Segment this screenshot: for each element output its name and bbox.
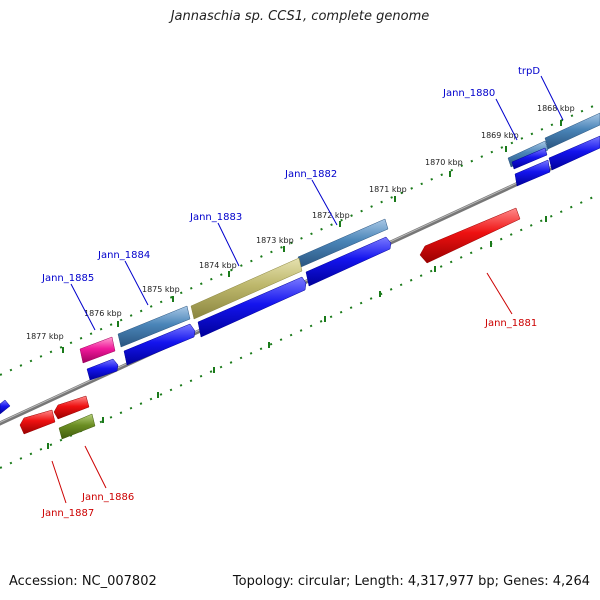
gene-jann-1881[interactable] [419,207,521,264]
gene-label-jann-1886[interactable]: Jann_1886 [81,492,134,503]
gene-forward-1[interactable] [548,135,600,171]
leader-jann-1885 [70,283,96,331]
leader-jann-1880 [495,98,518,141]
upper-ruler [0,102,600,376]
leader-jann-1886 [84,445,107,489]
topology-text: Topology: circular; Length: 4,317,977 bp… [232,574,590,589]
gene-label-trpD[interactable]: trpD [518,66,540,77]
leader-trpD [540,75,564,121]
leader-jann-1884 [124,260,149,306]
ruler-label-1870: 1870 kbp [425,158,463,167]
gene-jann-1884-outer[interactable] [117,305,191,348]
ruler-label-1874: 1874 kbp [199,261,237,270]
gene-trpD[interactable] [544,112,600,150]
gene-label-jann-1887[interactable]: Jann_1887 [41,508,94,519]
gene-label-jann-1880[interactable]: Jann_1880 [442,88,495,99]
leader-jann-1881 [486,272,513,315]
lower-ruler-ticks [47,216,547,449]
ruler-label-1872: 1872 kbp [312,211,350,220]
ruler-label-1876: 1876 kbp [84,309,122,318]
gene-label-jann-1885[interactable]: Jann_1885 [41,273,94,284]
leader-jann-1887 [51,460,67,504]
gene-forward-2[interactable] [511,147,548,170]
upper-ruler-ticks [62,120,562,353]
accession-text: Accession: NC_007802 [9,574,157,589]
gene-jann-1883-outer[interactable] [190,257,303,320]
leader-jann-1883 [217,222,240,267]
gene-label-jann-1884[interactable]: Jann_1884 [97,250,150,261]
gene-label-jann-1881[interactable]: Jann_1881 [484,318,537,329]
ruler-label-1871: 1871 kbp [369,185,407,194]
gene-jann-1886[interactable] [58,413,96,440]
ruler-label-1877: 1877 kbp [26,332,64,341]
gene-forward-4[interactable] [305,236,392,287]
ruler-label-1873: 1873 kbp [256,236,294,245]
ruler-label-1868: 1868 kbp [537,104,575,113]
gene-forward-5[interactable] [197,276,307,338]
leader-jann-1882 [311,179,338,226]
gene-forward-7[interactable] [86,358,119,381]
gene-forward-6[interactable] [123,323,196,366]
map-title: Jannaschia sp. CCS1, complete genome [170,9,430,24]
ruler-label-1869: 1869 kbp [481,131,519,140]
gene-jann-1887[interactable] [19,409,56,435]
gene-label-jann-1883[interactable]: Jann_1883 [189,212,242,223]
gene-label-jann-1882[interactable]: Jann_1882 [284,169,337,180]
gene-red-small[interactable] [53,395,90,420]
gene-jann-1885-outer[interactable] [79,336,116,364]
ruler-label-1875: 1875 kbp [142,285,180,294]
gene-forward-8[interactable] [0,399,11,415]
gene-forward-3[interactable] [514,159,551,187]
